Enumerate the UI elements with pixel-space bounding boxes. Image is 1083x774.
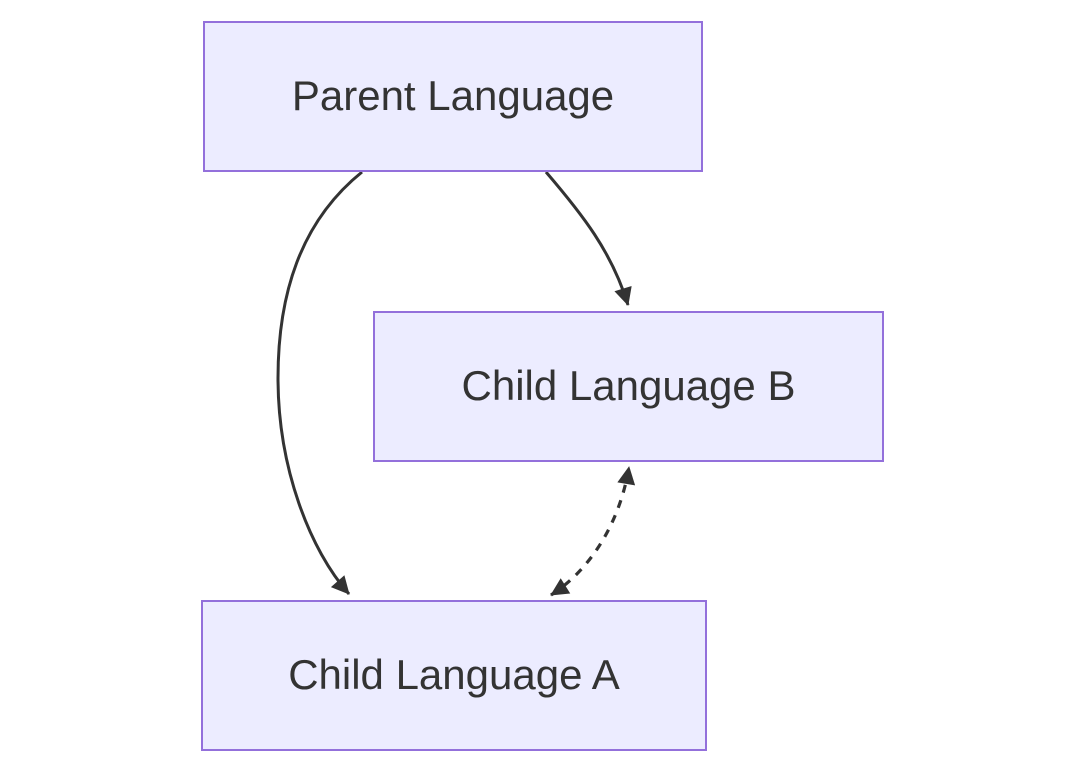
edge-parent-to-child-b xyxy=(544,171,632,306)
node-child-language-b-label: Child Language B xyxy=(461,362,796,410)
node-child-language-b: Child Language B xyxy=(373,311,884,462)
edge-child-a-child-b-bidirectional xyxy=(550,466,636,597)
node-parent-language-label: Parent Language xyxy=(291,72,615,120)
node-parent-language: Parent Language xyxy=(203,21,703,172)
node-child-language-a-label: Child Language A xyxy=(288,651,620,699)
node-child-language-a: Child Language A xyxy=(201,600,707,751)
edge-parent-to-child-a xyxy=(276,170,363,595)
